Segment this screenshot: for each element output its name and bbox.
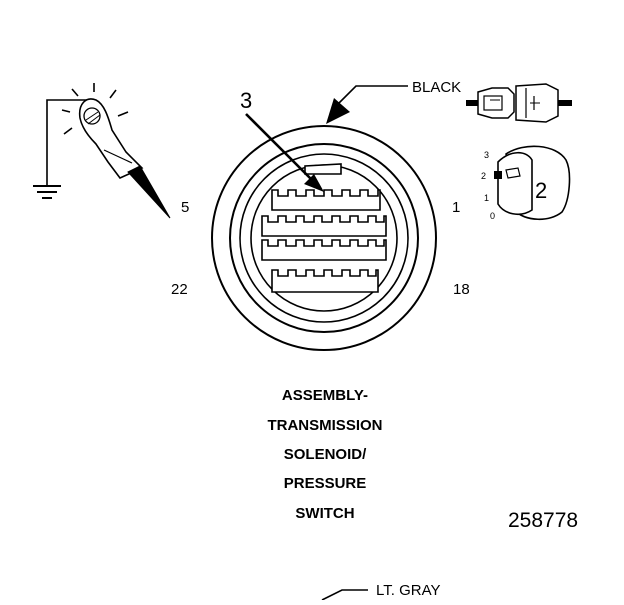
lock-position-3: 3 <box>484 150 489 160</box>
pin-number-5: 5 <box>181 199 189 216</box>
black-leader <box>326 85 408 124</box>
callout-3: 3 <box>240 88 252 113</box>
title-line-5: SWITCH <box>295 505 354 522</box>
pin-number-18: 18 <box>453 281 470 298</box>
title-line-3: SOLENOID/ <box>284 446 367 463</box>
round-connector <box>211 125 437 351</box>
title-line-4: PRESSURE <box>284 475 367 492</box>
lt-gray-leader <box>321 589 368 601</box>
title-line-2: TRANSMISSION <box>267 417 382 434</box>
lock-position-1: 1 <box>484 193 489 203</box>
lock-clip-icon <box>494 145 571 221</box>
test-probe-icon <box>33 83 171 219</box>
callout-2: 2 <box>535 178 547 203</box>
lock-position-2: 2 <box>481 171 486 181</box>
terminal-row-2 <box>261 215 387 237</box>
figure-number: 258778 <box>508 509 578 532</box>
label-black: BLACK <box>412 79 461 96</box>
pin-number-1: 1 <box>452 199 460 216</box>
terminal-row-1 <box>271 189 381 211</box>
lock-position-0: 0 <box>490 211 495 221</box>
callout-3-arrow <box>245 113 324 192</box>
component-title: ASSEMBLY- TRANSMISSION SOLENOID/ PRESSUR… <box>267 387 382 522</box>
pin-number-22: 22 <box>171 281 188 298</box>
terminal-row-3 <box>261 239 387 261</box>
label-lt-gray: LT. GRAY <box>376 582 440 599</box>
mini-connector-icon <box>466 83 572 123</box>
terminal-row-4 <box>271 269 379 293</box>
title-line-1: ASSEMBLY- <box>282 387 368 404</box>
